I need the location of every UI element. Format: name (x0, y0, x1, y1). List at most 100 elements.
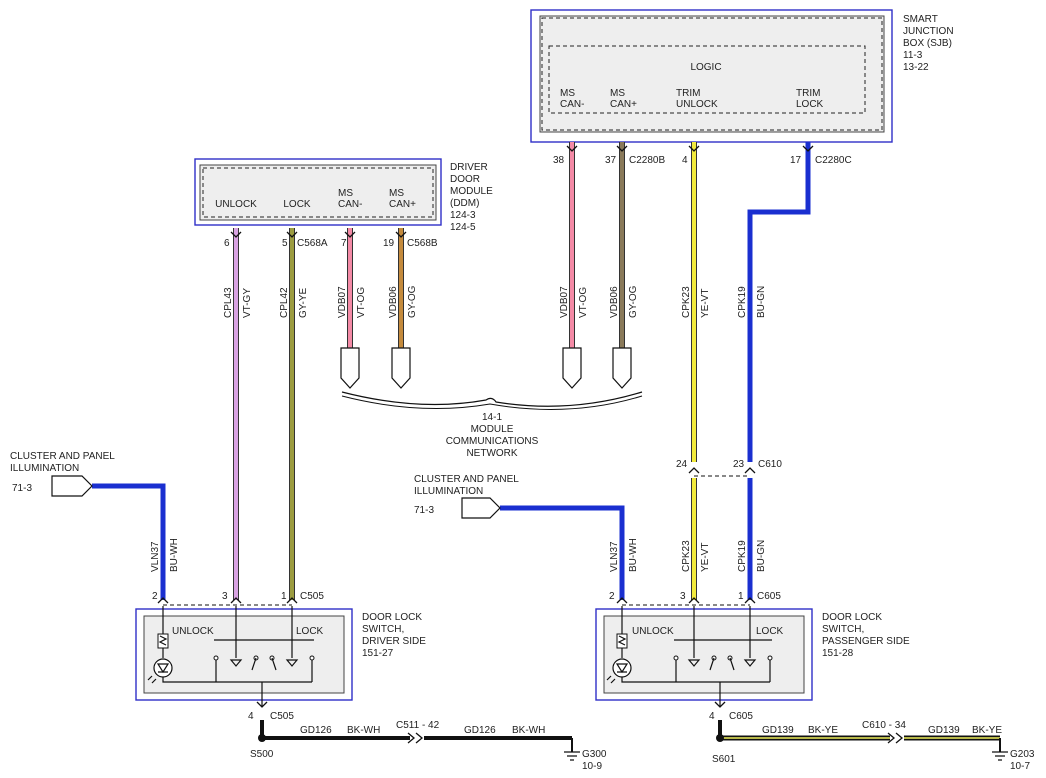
ddm-title-3: MODULE (450, 186, 493, 197)
sjb-pin-37: 37 (605, 155, 617, 166)
sjb-pin-label-trim-unlock-2: UNLOCK (676, 99, 718, 110)
dsw-pin-1: 1 (281, 591, 287, 602)
dsw-ground-pin: 4 (248, 711, 254, 722)
illumination-right: CLUSTER AND PANEL ILLUMINATION 71-3 (414, 474, 519, 519)
label-vln37-left-color: BU-WH (169, 538, 180, 572)
dsw-resistor-zigzag (158, 635, 168, 646)
wire-vln37-left (92, 483, 166, 600)
label-vln37-left-circuit: VLN37 (150, 541, 161, 572)
ground-left-seg2-circuit: GD126 (464, 725, 496, 736)
label-vdb06-right-circuit: VDB06 (609, 286, 620, 318)
sjb-dashed-outline (541, 17, 883, 131)
ddm-pin-label-mscan-minus-2: CAN- (338, 199, 362, 210)
ddm-pin-5: 5 (282, 238, 288, 249)
ddm-pin-label-mscan-plus-2: CAN+ (389, 199, 416, 210)
psw-pin-arrow-3 (688, 597, 700, 604)
illum-right-label-1: CLUSTER AND PANEL (414, 474, 519, 485)
pin-arrows (157, 145, 814, 604)
sjb-pin-38: 38 (553, 155, 565, 166)
label-cpk19-upper-circuit: CPK19 (737, 286, 748, 318)
ddm-pin-arrow-5 (286, 231, 298, 238)
ddm-body (199, 164, 437, 221)
psw-ground-arrow (714, 701, 726, 708)
ground-right-seg2-color: BK-YE (972, 725, 1002, 736)
sjb-pin-arrow-37 (616, 145, 628, 152)
sjb-conn-c2280b: C2280B (629, 155, 665, 166)
ddm-pin-arrow-6 (230, 231, 242, 238)
ddm-ref-1: 124-3 (450, 210, 476, 221)
illum-right-connector-icon (461, 497, 501, 519)
ddm-pin-label-lock: LOCK (283, 199, 311, 210)
illum-left-ref: 71-3 (12, 483, 32, 494)
wires (92, 142, 811, 600)
psw-body (603, 615, 805, 694)
sjb-logic-outline (548, 45, 866, 114)
sjb-pin-arrow-38 (566, 145, 578, 152)
ground-left-splice: S500 (250, 749, 274, 760)
sjb-title-2: JUNCTION (903, 26, 954, 37)
ground-left-seg1-color: BK-WH (347, 725, 380, 736)
sjb-title-1: SMART (903, 14, 938, 25)
dsw-switch-arms (215, 657, 313, 682)
psw-switch-node-4 (767, 655, 773, 661)
psw-title-1: DOOR LOCK (822, 612, 882, 623)
smart-junction-box: LOGIC SMART JUNCTION BOX (SJB) 11-3 13-2… (530, 9, 954, 166)
c610-arrow-23 (744, 467, 756, 474)
ground-right-inline-icon (887, 732, 904, 744)
illum-right-ref: 71-3 (414, 505, 434, 516)
wire-cpk19-upper (747, 142, 811, 462)
ddm-dashed-outline (202, 167, 434, 218)
psw-led-icon (612, 658, 632, 678)
ground-right-inline: C610 - 34 (862, 720, 906, 731)
c610-label: C610 (758, 459, 782, 470)
ddm-pin-arrow-7 (344, 231, 356, 238)
psw-switch-node-1 (673, 655, 679, 661)
psw-title-2: SWITCH, (822, 624, 864, 635)
ground-left-seg1-circuit: GD126 (300, 725, 332, 736)
dsw-ground-arrow (256, 701, 268, 708)
ground-left-symbol-icon (564, 751, 580, 761)
sjb-pin-label-trim-unlock-1: TRIM (676, 88, 700, 99)
c610-pin-24: 24 (676, 459, 688, 470)
dsw-ground-conn: C505 (270, 711, 294, 722)
psw-pin-arrow-2 (616, 597, 628, 604)
psw-switch-rail (674, 606, 772, 641)
ddm-pin-6: 6 (224, 238, 230, 249)
ddm-ref-2: 124-5 (450, 222, 476, 233)
dsw-switch-contacts (229, 659, 299, 667)
dsw-pin-3: 3 (222, 591, 228, 602)
label-cpk23-upper-color: YE-VT (700, 289, 711, 318)
psw-pin-1: 1 (738, 591, 744, 602)
sjb-pin-arrow-17 (802, 145, 814, 152)
dsw-led-diode (156, 663, 170, 674)
dsw-unlock-label: UNLOCK (172, 626, 214, 637)
ddm-title-1: DRIVER (450, 162, 488, 173)
psw-pin-arrow-1 (744, 597, 756, 604)
sjb-body (539, 15, 885, 133)
sjb-conn-c2280c: C2280C (815, 155, 852, 166)
label-vdb07-right-circuit: VDB07 (559, 286, 570, 318)
ddm-title-2: DOOR (450, 174, 480, 185)
sjb-pin-label-mscan-plus-1: MS (610, 88, 625, 99)
vdb06-right-terminator-icon (612, 347, 632, 389)
sjb-pin-label-mscan-minus-2: CAN- (560, 99, 584, 110)
dsw-title-1: DOOR LOCK (362, 612, 422, 623)
dsw-title-2: SWITCH, (362, 624, 404, 635)
network-title-1: MODULE (471, 424, 514, 435)
sjb-pin-label-mscan-plus-2: CAN+ (610, 99, 637, 110)
dsw-switch-drops (235, 640, 293, 658)
wire-labels: CPL43 VT-GY CPL42 GY-YE VDB07 VT-OG VDB0… (150, 285, 767, 572)
ground-left-inline: C511 - 42 (396, 720, 440, 731)
dsw-switch-rail (214, 606, 314, 641)
psw-led-diode (615, 663, 629, 674)
psw-title-3: PASSENGER SIDE (822, 636, 910, 647)
psw-led-rays (606, 675, 616, 684)
dsw-pin-arrow-1 (286, 597, 298, 604)
passenger-door-lock-switch: 2 3 1 C605 UNLOCK LOCK DOOR LOCK SWITCH,… (595, 591, 910, 722)
driver-door-lock-switch: 2 3 1 C505 UNLOCK LOCK DOOR LOCK SWITCH,… (135, 591, 426, 722)
sjb-pin-label-trim-lock-1: TRIM (796, 88, 820, 99)
sjb-logic-label: LOGIC (690, 62, 721, 73)
illum-left-label-2: ILLUMINATION (10, 463, 79, 474)
psw-ground-pin: 4 (709, 711, 715, 722)
network-brace (341, 391, 643, 407)
